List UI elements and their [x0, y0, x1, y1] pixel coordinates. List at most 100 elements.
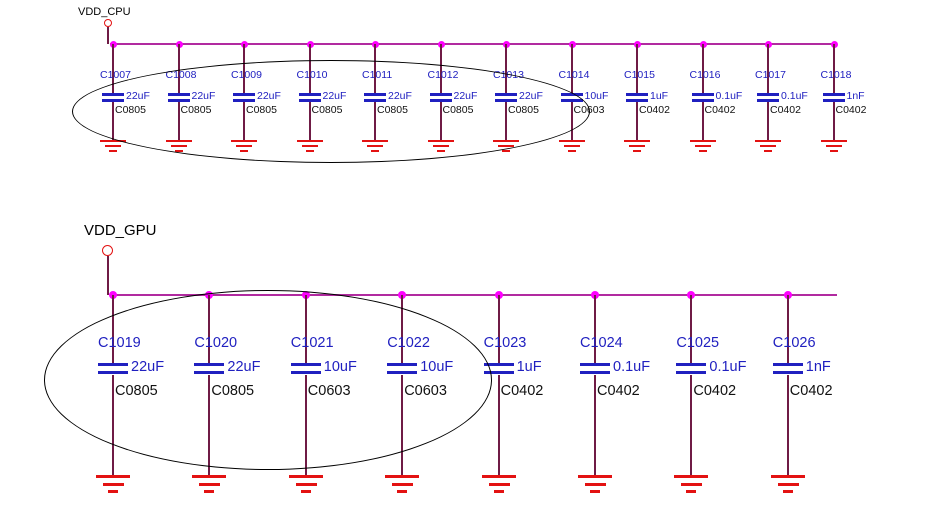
wire	[786, 295, 789, 363]
capacitor-ref: C1025	[676, 335, 720, 351]
ground-bar	[385, 475, 420, 478]
ground-bar	[288, 475, 323, 478]
wire	[701, 102, 704, 140]
ground-bar	[624, 140, 650, 142]
capacitor-plate-bottom-icon	[772, 371, 803, 374]
ground-bar	[295, 483, 317, 486]
ground-bar	[820, 140, 847, 142]
wire	[690, 295, 693, 363]
capacitor-plate-top-icon	[676, 363, 707, 366]
capacitor-footprint: C0402	[835, 104, 867, 116]
capacitor-plate-top-icon	[822, 93, 845, 96]
capacitor-footprint: C0402	[789, 383, 833, 399]
ground-bar	[502, 150, 510, 152]
net-label-vdd-gpu: VDD_GPU	[84, 222, 157, 239]
ground-bar	[590, 490, 600, 493]
wire	[505, 44, 507, 93]
ground-bar	[825, 145, 842, 147]
capacitor-ref: C1018	[820, 69, 852, 81]
ground-bar	[108, 490, 118, 493]
ground-bar	[681, 483, 703, 486]
capacitor-value: 0.1uF	[781, 90, 808, 102]
capacitor-plate-top-icon	[757, 93, 779, 96]
ground-bar	[105, 145, 121, 147]
capacitor-value: 1uF	[516, 359, 542, 375]
capacitor-plate-top-icon	[626, 93, 648, 96]
capacitor-value: 0.1uF	[709, 359, 747, 375]
ground-bar	[585, 483, 606, 486]
capacitor-footprint: C0402	[597, 383, 640, 399]
wire	[690, 375, 693, 475]
wire	[594, 295, 596, 363]
capacitor-value: 0.1uF	[715, 90, 743, 102]
ground-bar	[481, 475, 516, 478]
capacitor-ref: C1017	[755, 69, 786, 81]
capacitor-plate-top-icon	[772, 363, 803, 366]
wire	[701, 44, 704, 93]
capacitor-plate-bottom-icon	[580, 371, 610, 374]
ground-bar	[100, 140, 126, 142]
wire	[177, 44, 180, 93]
ground-bar	[698, 150, 707, 152]
capacitor-plate-top-icon	[691, 93, 714, 96]
ground-bar	[633, 150, 641, 152]
ground-bar	[764, 150, 772, 152]
capacitor-plate-bottom-icon	[757, 99, 779, 102]
wire	[636, 44, 638, 93]
wire	[594, 375, 596, 475]
ground-bar	[96, 475, 130, 478]
ground-bar	[567, 150, 576, 152]
ground-bar	[760, 145, 776, 147]
ground-bar	[694, 145, 711, 147]
ground-bar	[103, 483, 124, 486]
ground-bar	[629, 145, 645, 147]
power-bus-wire-gpu	[110, 294, 837, 296]
ground-bar	[488, 483, 510, 486]
ground-bar	[558, 140, 585, 142]
power-bus-wire-cpu	[110, 43, 837, 45]
capacitor-ref: C1024	[580, 335, 623, 351]
capacitor-ref: C1015	[624, 69, 655, 81]
ground-bar	[689, 140, 716, 142]
ground-bar	[563, 145, 580, 147]
wire	[112, 44, 114, 93]
ground-bar	[686, 490, 697, 493]
capacitor-plate-bottom-icon	[676, 371, 707, 374]
power-port-wire	[107, 27, 109, 44]
capacitor-ref: C1007	[100, 69, 131, 81]
ground-bar	[578, 475, 612, 478]
ground-bar	[392, 483, 414, 486]
wire	[786, 375, 789, 475]
capacitor-plate-bottom-icon	[691, 99, 714, 102]
highlight-ellipse-cpu	[72, 60, 590, 163]
capacitor-plate-bottom-icon	[626, 99, 648, 102]
ground-bar	[782, 490, 793, 493]
power-port-icon	[104, 19, 112, 27]
ground-bar	[777, 483, 799, 486]
capacitor-value: 10uF	[584, 90, 609, 102]
highlight-ellipse-gpu	[44, 290, 492, 470]
ground-bar	[199, 483, 221, 486]
ground-bar	[755, 140, 781, 142]
wire	[767, 44, 769, 93]
ground-bar	[109, 150, 117, 152]
net-label-vdd-cpu: VDD_CPU	[78, 6, 131, 18]
capacitor-footprint: C0402	[693, 383, 737, 399]
capacitor-plate-top-icon	[483, 363, 514, 366]
power-port-icon	[102, 245, 113, 256]
capacitor-value: 1uF	[650, 90, 669, 102]
wire	[497, 375, 500, 475]
ground-bar	[397, 490, 408, 493]
capacitor-value: 1nF	[846, 90, 865, 102]
capacitor-footprint: C0402	[639, 104, 670, 116]
capacitor-footprint: C0402	[704, 104, 736, 116]
capacitor-plate-bottom-icon	[483, 371, 514, 374]
ground-bar	[674, 475, 709, 478]
ground-bar	[192, 475, 227, 478]
capacitor-plate-top-icon	[580, 363, 610, 366]
capacitor-footprint: C0402	[500, 383, 544, 399]
capacitor-ref: C1016	[689, 69, 721, 81]
ground-bar	[770, 475, 805, 478]
wire	[832, 102, 835, 140]
